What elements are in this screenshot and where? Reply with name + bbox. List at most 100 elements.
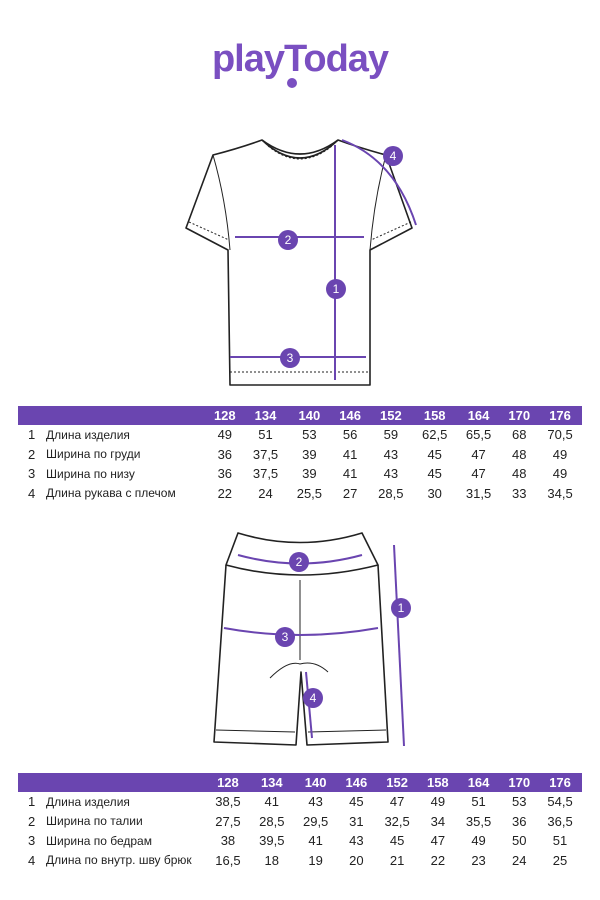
tshirt-size-header: 128 134 140 146 152 158 164 170 176 [18, 406, 582, 425]
table-row: 2 Ширина по груди 36 37,5 39 41 43 45 47… [18, 445, 582, 465]
shorts-size-table: 128 134 140 146 152 158 164 170 176 1 Дл… [18, 773, 582, 870]
row-label: Ширина по бедрам [46, 833, 152, 848]
brand-logo-dot [287, 78, 297, 88]
cell-value: 47 [471, 446, 486, 462]
table-row: 4 Длина рукава с плечом 22 24 25,5 27 28… [18, 484, 582, 504]
cell-value: 19 [308, 852, 323, 868]
table-row: 4 Длина по внутр. шву брюк 16,5 18 19 20… [18, 851, 582, 871]
size-header: 152 [375, 773, 420, 792]
cell-value: 49 [217, 427, 233, 443]
cell-value: 39,5 [259, 833, 285, 849]
cell-value: 33 [512, 485, 527, 501]
size-header: 146 [337, 773, 376, 792]
row-label: Длина изделия [46, 794, 130, 809]
cell-value: 31,5 [465, 485, 492, 501]
tshirt-marker-4-label: 4 [390, 149, 397, 163]
row-number: 3 [28, 466, 36, 482]
cell-value: 28,5 [259, 813, 285, 829]
cell-value: 37,5 [252, 446, 279, 462]
cell-value: 50 [512, 833, 527, 849]
size-header: 134 [243, 406, 288, 425]
row-label: Ширина по груди [46, 447, 141, 462]
tshirt-size-table: 128 134 140 146 152 158 164 170 176 1 Дл… [18, 406, 582, 503]
row-number: 4 [28, 485, 36, 501]
cell-value: 70,5 [547, 427, 573, 443]
cell-value: 43 [349, 833, 364, 849]
cell-value: 43 [308, 794, 323, 810]
shorts-marker-2 [289, 552, 309, 572]
cell-value: 49 [552, 446, 568, 462]
cell-value: 49 [552, 466, 568, 482]
brand-logo-text: playToday [211, 38, 389, 80]
cell-value: 68 [512, 427, 527, 443]
cell-value: 18 [264, 852, 280, 868]
cell-value: 53 [302, 427, 317, 443]
size-header: 134 [249, 773, 294, 792]
cell-value: 35,5 [465, 813, 492, 829]
row-label: Длина по внутр. шву брюк [46, 853, 192, 868]
cell-value: 36 [217, 466, 233, 482]
table-row: 2 Ширина по талии 27,5 28,5 29,5 31 32,5… [18, 812, 582, 832]
cell-value: 32,5 [384, 813, 410, 829]
cell-value: 34 [430, 813, 446, 829]
cell-value: 54,5 [547, 794, 573, 810]
cell-value: 48 [512, 446, 527, 462]
cell-value: 22 [217, 485, 233, 501]
cell-value: 34,5 [547, 485, 573, 501]
tshirt-marker-1-label: 1 [333, 282, 340, 296]
cell-value: 45 [427, 466, 442, 482]
shorts-marker-1 [391, 598, 411, 618]
brand-logo: playToday [0, 38, 600, 81]
tshirt-drawing: 2 3 1 4 [185, 139, 417, 386]
cell-value: 56 [342, 427, 358, 443]
cell-value: 36,5 [547, 813, 573, 829]
cell-value: 47 [471, 466, 486, 482]
cell-value: 45 [427, 446, 442, 462]
shorts-marker-4 [303, 688, 323, 708]
shorts-drawing: 2 3 4 1 [213, 532, 411, 747]
cell-value: 25,5 [296, 485, 323, 501]
size-header: 170 [500, 406, 539, 425]
row-number: 1 [28, 794, 36, 810]
tshirt-marker-4 [383, 146, 403, 166]
cell-value: 30 [427, 485, 442, 501]
tshirt-marker-2 [278, 230, 298, 250]
cell-value: 49 [471, 833, 486, 849]
cell-value: 29,5 [302, 813, 329, 829]
size-header: 140 [293, 773, 338, 792]
cell-value: 53 [512, 794, 527, 810]
header-blank [18, 773, 206, 792]
shorts-marker-2-label: 2 [296, 555, 303, 569]
cell-value: 38,5 [215, 794, 241, 810]
cell-value: 39 [302, 466, 317, 482]
shorts-marker-4-label: 4 [310, 691, 317, 705]
tshirt-marker-2-label: 2 [285, 233, 292, 247]
cell-value: 51 [258, 427, 273, 443]
cell-value: 36 [217, 446, 233, 462]
row-label: Ширина по низу [46, 466, 135, 481]
size-header: 146 [331, 406, 369, 425]
size-header: 164 [456, 773, 501, 792]
cell-value: 16,5 [215, 852, 241, 868]
size-header: 158 [412, 406, 457, 425]
cell-value: 23 [471, 852, 486, 868]
cell-value: 51 [552, 833, 568, 849]
row-number: 4 [28, 852, 36, 868]
shorts-size-header: 128 134 140 146 152 158 164 170 176 [18, 773, 582, 792]
cell-value: 25 [552, 852, 568, 868]
cell-value: 22 [430, 852, 446, 868]
row-number: 2 [28, 446, 36, 462]
header-blank [18, 406, 206, 425]
table-row: 1 Длина изделия 38,5 41 43 45 47 49 51 5… [18, 792, 582, 812]
cell-value: 36 [512, 813, 527, 829]
tshirt-marker-1 [326, 279, 346, 299]
cell-value: 41 [342, 446, 358, 462]
size-header: 158 [419, 773, 457, 792]
size-header: 176 [538, 773, 582, 792]
size-header: 164 [456, 406, 501, 425]
size-header: 128 [206, 773, 250, 792]
row-number: 1 [28, 427, 36, 443]
cell-value: 48 [512, 466, 527, 482]
shorts-marker-1-label: 1 [398, 601, 405, 615]
row-number: 2 [28, 813, 36, 829]
